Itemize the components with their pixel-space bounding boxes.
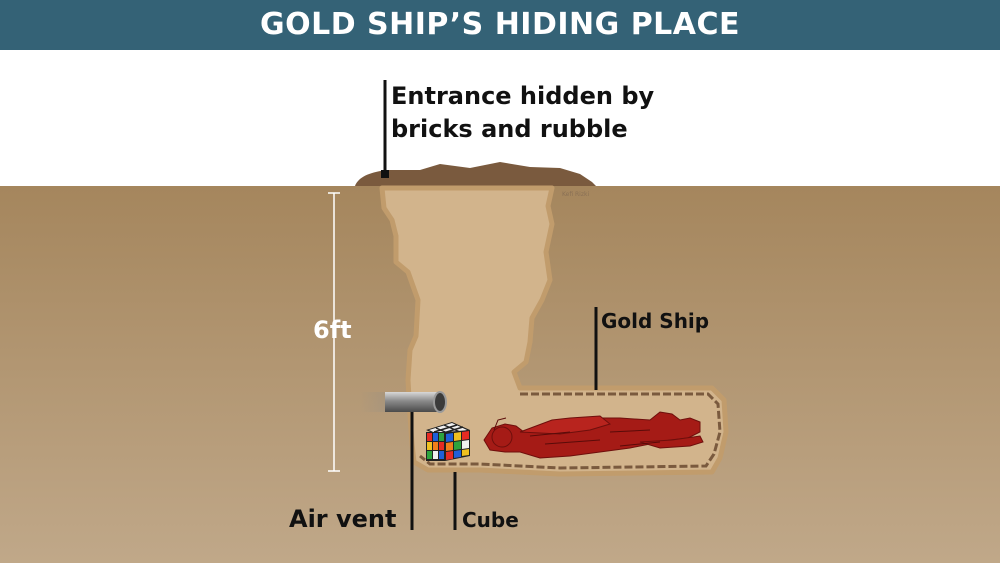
entrance-label-line2: bricks and rubble: [391, 115, 628, 143]
rubiks-cube-icon: [426, 422, 470, 461]
entrance-label-line1: Entrance hidden by: [391, 82, 655, 110]
depth-label: 6ft: [313, 316, 352, 344]
air-vent-label: Air vent: [289, 505, 397, 533]
depth-marker: [328, 192, 340, 472]
rubble-mound: [355, 162, 596, 186]
page-title: GOLD SHIP’S HIDING PLACE: [259, 7, 741, 42]
entrance-label: Entrance hidden by bricks and rubble: [391, 80, 654, 146]
tunnel: [379, 185, 729, 477]
artist-signature: Kefi Rizki: [562, 191, 589, 198]
entrance-callout-dot: [381, 170, 389, 178]
gold-ship-figure-details: [493, 417, 661, 447]
chamber-outline: [419, 392, 722, 470]
gold-ship-figure: [483, 411, 704, 459]
gold-ship-label: Gold Ship: [601, 309, 710, 333]
title-banner: GOLD SHIP’S HIDING PLACE: [0, 0, 1000, 50]
air-vent-pipe: [360, 391, 447, 413]
cube-label: Cube: [462, 508, 519, 532]
